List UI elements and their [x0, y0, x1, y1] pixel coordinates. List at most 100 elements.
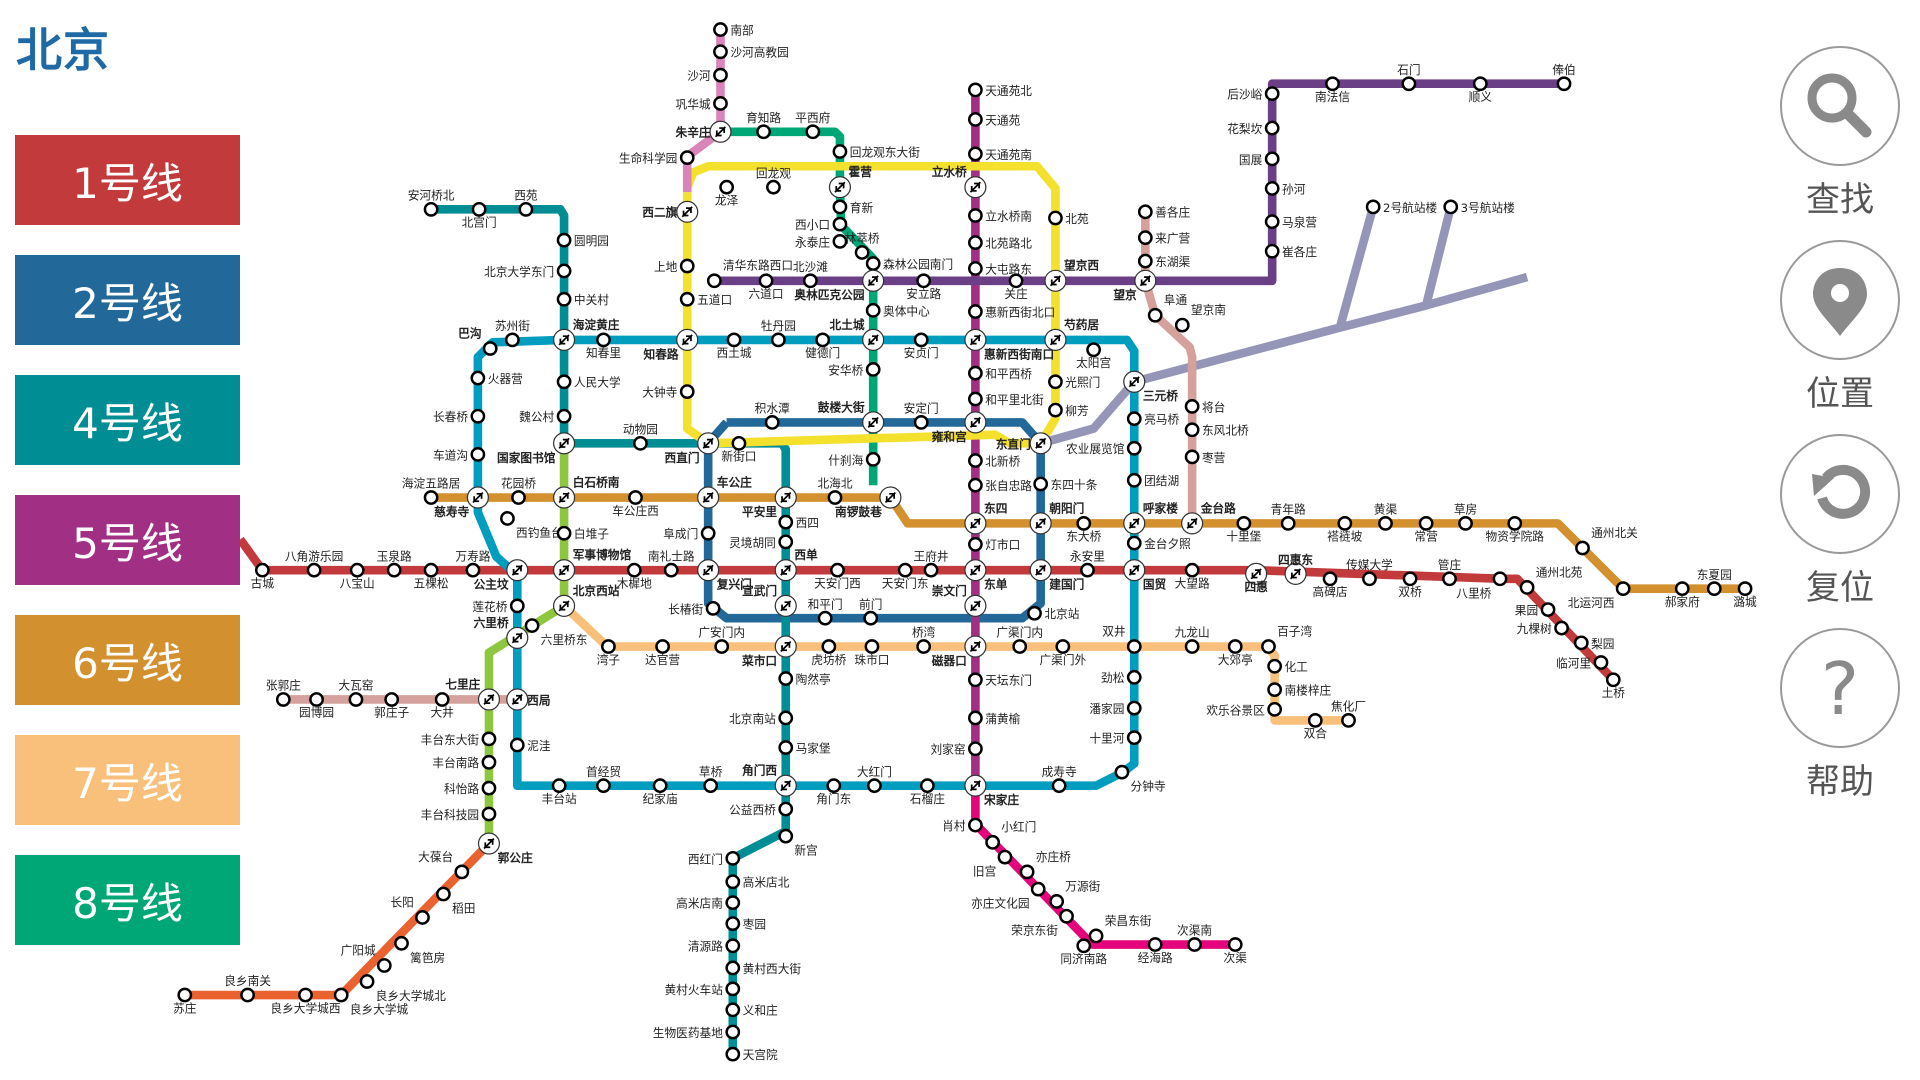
station-dot[interactable]: [1365, 199, 1381, 215]
station-dot[interactable]: [1008, 273, 1024, 289]
station-dot[interactable]: [968, 391, 983, 407]
station-dot[interactable]: [766, 179, 781, 195]
station[interactable]: 旧宫: [973, 849, 1013, 879]
station[interactable]: 北海北: [817, 477, 853, 505]
station[interactable]: 天安门东: [882, 562, 929, 590]
search-button[interactable]: 查找: [1780, 46, 1900, 221]
station[interactable]: 花园桥: [501, 477, 536, 505]
station[interactable]: 灵境胡同: [729, 534, 794, 550]
station[interactable]: 车道沟: [433, 447, 486, 462]
station-dot[interactable]: [511, 490, 526, 505]
station[interactable]: 阜成门: [663, 525, 716, 541]
search-circle[interactable]: [1780, 46, 1900, 166]
station-dot[interactable]: [415, 910, 430, 925]
station[interactable]: 临河里: [1556, 655, 1609, 670]
station-dot[interactable]: [1307, 713, 1323, 728]
station-dot[interactable]: [1615, 581, 1631, 597]
station-dot[interactable]: [376, 958, 392, 973]
station-dot[interactable]: [436, 886, 451, 902]
station[interactable]: 灯市口: [968, 536, 1020, 552]
transfer-station[interactable]: 七里庄: [445, 677, 501, 711]
station-dot[interactable]: [764, 415, 780, 430]
station[interactable]: 南法信: [1315, 76, 1350, 104]
station[interactable]: 东湖渠: [1137, 253, 1191, 269]
station[interactable]: 后沙峪: [1227, 86, 1280, 102]
station-dot[interactable]: [509, 737, 525, 753]
transfer-station[interactable]: 军事博物馆: [552, 548, 632, 582]
station[interactable]: 丰台站: [542, 778, 577, 806]
transfer-station[interactable]: 郭公庄: [477, 832, 533, 865]
transfer-station[interactable]: 建国门: [1029, 559, 1084, 592]
station-dot[interactable]: [240, 987, 255, 1003]
station[interactable]: 泥洼: [509, 737, 551, 753]
station[interactable]: 健德门: [805, 332, 840, 360]
station[interactable]: 马泉营: [1264, 214, 1317, 230]
station-dot[interactable]: [778, 534, 794, 550]
station[interactable]: 亮马桥: [1126, 411, 1179, 427]
station-dot[interactable]: [1126, 700, 1142, 716]
line-5-button[interactable]: 5号线: [15, 495, 240, 585]
station[interactable]: 育知路: [746, 111, 781, 140]
station-dot[interactable]: [713, 67, 728, 83]
station-dot[interactable]: [1080, 562, 1095, 578]
station[interactable]: 纪家庙: [643, 778, 678, 806]
station[interactable]: 大望路: [1175, 562, 1210, 590]
station[interactable]: 六里桥东: [524, 618, 588, 647]
transfer-station[interactable]: 西二旗: [642, 200, 699, 223]
station[interactable]: 果园: [1515, 602, 1556, 618]
transfer-station[interactable]: 菜市口: [741, 635, 797, 668]
station-dot[interactable]: [1442, 571, 1457, 587]
station[interactable]: 广渠门外: [1039, 639, 1087, 667]
station[interactable]: 万源街: [1049, 879, 1101, 909]
station[interactable]: 顺义: [1469, 76, 1493, 104]
station-dot[interactable]: [482, 341, 498, 356]
station-dot[interactable]: [1049, 894, 1065, 909]
station-dot[interactable]: [1147, 937, 1163, 952]
station-dot[interactable]: [1264, 120, 1280, 136]
station[interactable]: 达官营: [645, 639, 680, 667]
station[interactable]: 花梨坎: [1227, 120, 1280, 136]
station[interactable]: 角门东: [816, 778, 851, 806]
station-dot[interactable]: [655, 639, 670, 654]
station-dot[interactable]: [1019, 864, 1035, 880]
station-dot[interactable]: [556, 291, 572, 307]
transfer-station[interactable]: 朱辛庄: [675, 120, 732, 143]
station[interactable]: 龙泽: [715, 179, 739, 207]
station[interactable]: 稻田: [436, 886, 475, 916]
station[interactable]: 双桥: [1398, 571, 1422, 599]
transfer-station[interactable]: 磁器口: [932, 635, 987, 668]
station[interactable]: 大葆台: [418, 850, 470, 880]
station[interactable]: 良乡大学城西: [270, 987, 341, 1015]
station-dot[interactable]: [509, 598, 525, 614]
subway-line-yizhuang[interactable]: [971, 784, 1236, 949]
station-dot[interactable]: [821, 639, 837, 654]
line-1-button[interactable]: 1号线: [15, 135, 240, 225]
line-6-button[interactable]: 6号线: [15, 615, 240, 705]
station-dot[interactable]: [725, 1002, 741, 1018]
station-dot[interactable]: [551, 778, 567, 794]
transfer-station[interactable]: 公主坟: [474, 559, 529, 592]
station[interactable]: 黄村火车站: [664, 981, 741, 997]
station[interactable]: 国展: [1239, 151, 1280, 167]
transfer-station[interactable]: 东单: [964, 559, 1008, 592]
station[interactable]: 圆明园: [556, 232, 609, 248]
station-dot[interactable]: [1027, 605, 1042, 621]
transfer-station[interactable]: 惠新西街南口: [964, 328, 1054, 361]
station-dot[interactable]: [1264, 214, 1280, 230]
station[interactable]: 北沙滩: [793, 260, 828, 289]
transfer-station[interactable]: 雍和宫: [932, 411, 987, 444]
station[interactable]: 大屯路东: [968, 261, 1032, 276]
station[interactable]: 广阳城: [341, 943, 392, 973]
station-dot[interactable]: [1556, 76, 1572, 92]
station-dot[interactable]: [423, 201, 439, 217]
station-dot[interactable]: [1540, 602, 1556, 617]
transfer-station[interactable]: 呼家楼: [1123, 501, 1178, 535]
station[interactable]: 金台夕照: [1126, 535, 1191, 551]
station-dot[interactable]: [865, 302, 881, 318]
station-dot[interactable]: [481, 731, 497, 747]
reset-button[interactable]: 复位: [1780, 434, 1900, 609]
station-dot[interactable]: [1030, 881, 1046, 897]
location-button[interactable]: 位置: [1780, 240, 1900, 415]
station[interactable]: 天通苑: [968, 112, 1021, 127]
transfer-station[interactable]: 知春路: [643, 328, 699, 361]
